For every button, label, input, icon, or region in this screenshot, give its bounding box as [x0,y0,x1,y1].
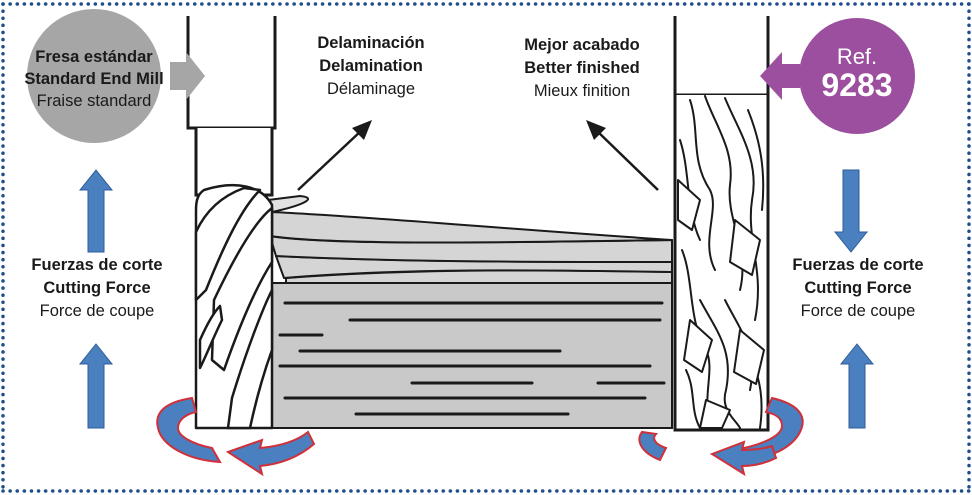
standard-end-mill [186,16,277,430]
delamination-label-en: Delamination [319,57,423,75]
delamination-label-es: Delaminación [317,34,424,52]
left-rotation-arrow-icon [156,396,316,477]
right-upper-force-arrow-icon [833,169,869,253]
better-finish-label-fr: Mieux finition [534,82,630,100]
left-force-label-es: Fuerzas de corte [31,256,162,274]
left-cutting-force-label: Fuerzas de corte Cutting Force Force de … [31,256,162,320]
standard-end-mill-label-fr: Fraise standard [37,92,152,110]
delamination-label-fr: Délaminage [327,80,415,98]
right-force-label-en: Cutting Force [804,279,911,297]
left-force-label-fr: Force de coupe [40,302,155,320]
material-block [267,195,673,429]
right-force-label-fr: Force de coupe [801,302,916,320]
better-finish-pointer-arrow [586,120,659,191]
right-cutting-force-label: Fuerzas de corte Cutting Force Force de … [792,256,923,320]
left-force-label-en: Cutting Force [43,279,150,297]
delamination-label: Delaminación Delamination Délaminage [317,34,424,98]
left-lower-force-arrow-icon [78,343,114,429]
right-force-label-es: Fuerzas de corte [792,256,923,274]
better-finish-label-es: Mejor acabado [524,36,640,54]
delamination-pointer-arrow [297,120,372,191]
standard-end-mill-badge: Fresa estándar Standard End Mill Fraise … [24,9,205,143]
ref-number: 9283 [821,67,892,103]
ref-badge: Ref. 9283 [760,18,915,134]
better-finish-label: Mejor acabado Better finished Mieux fini… [524,36,640,100]
ref-9283-end-mill [673,16,770,432]
left-upper-force-arrow-icon [78,169,114,253]
right-lower-force-arrow-icon [839,343,875,429]
standard-end-mill-label-es: Fresa estándar [35,48,153,66]
standard-end-mill-label-en: Standard End Mill [24,70,163,88]
better-finish-label-en: Better finished [524,59,640,77]
ref-prefix: Ref. [837,44,877,69]
right-rotation-arrow-icon [638,396,804,477]
